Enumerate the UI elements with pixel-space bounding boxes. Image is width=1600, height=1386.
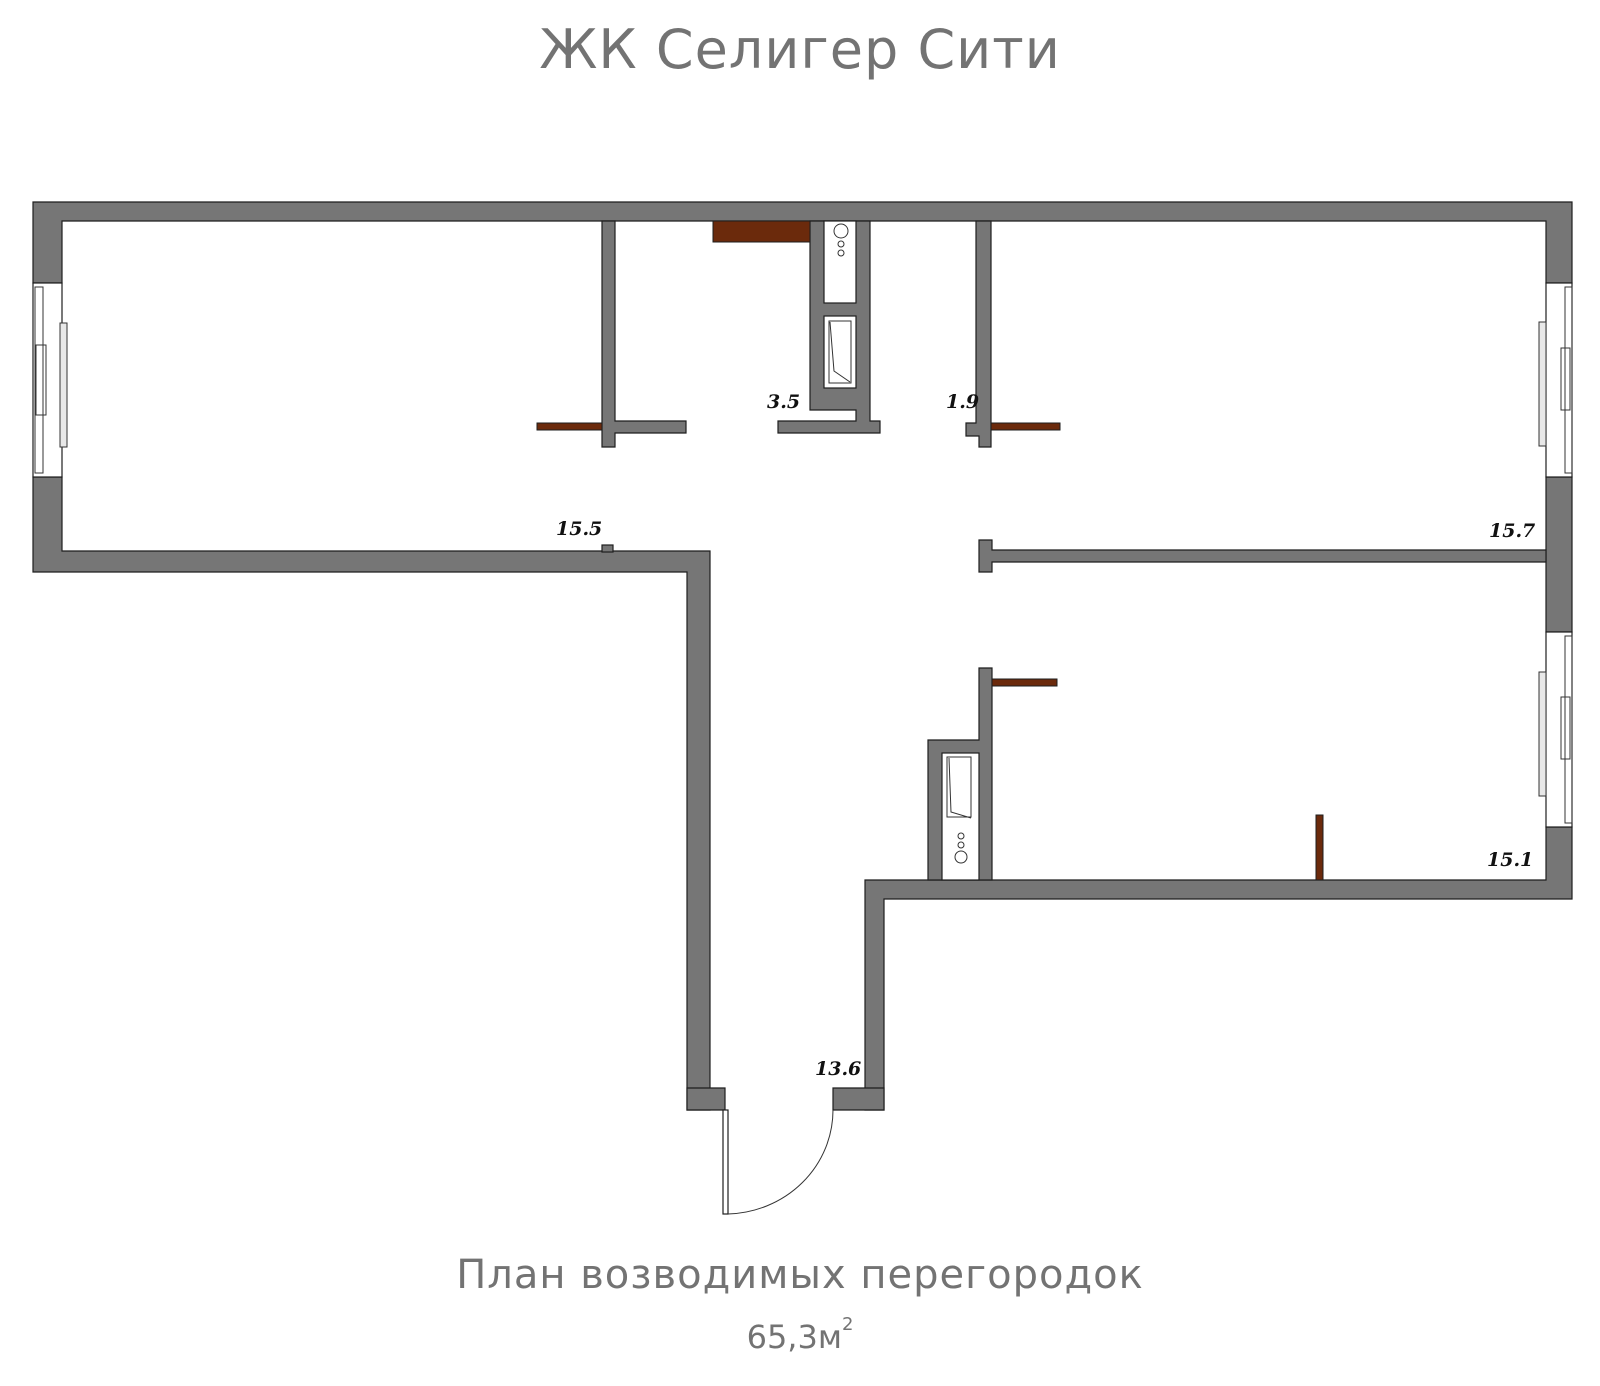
total-area: 65,3м2 [0, 1314, 1600, 1356]
room-area-label: 3.5 [767, 391, 800, 413]
page-title: ЖК Селигер Сити [539, 18, 1061, 81]
room-labels: 15.5 3.5 1.9 15.7 15.1 13.6 [556, 391, 1535, 1080]
exterior-walls [32, 201, 1573, 1111]
room-area-label: 15.1 [1487, 849, 1533, 871]
room-area-label: 15.5 [556, 518, 602, 540]
interior-walls [601, 220, 1547, 881]
room-area-label: 1.9 [946, 391, 979, 413]
plan-subtitle: План возводимых перегородок [456, 1252, 1144, 1298]
bathroom-fixtures [828, 223, 972, 864]
windows [32, 282, 1573, 828]
area-unit-superscript: 2 [841, 1314, 854, 1335]
entry-door [722, 1109, 834, 1215]
room-area-label: 15.7 [1489, 520, 1535, 542]
new-partitions [536, 220, 1324, 881]
room-area-label: 13.6 [815, 1058, 861, 1080]
total-area-value: 65,3м [746, 1318, 842, 1356]
